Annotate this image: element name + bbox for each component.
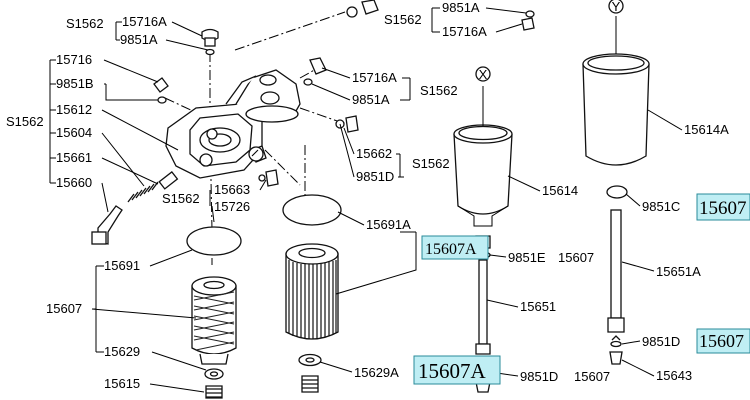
label-s1562-a: S1562 [66, 16, 104, 31]
label-15607-f: 15607 [574, 369, 610, 384]
label-s1562-d: S1562 [412, 156, 450, 171]
label-9851d-c: 9851D [642, 334, 680, 349]
highlight-15607a-middle-text: 15607A [425, 241, 477, 258]
label-9851b: 9851B [56, 76, 94, 91]
label-15607-e: 15607 [558, 250, 594, 265]
label-15661: 15661 [56, 150, 92, 165]
marker-y-circle [608, 0, 624, 14]
bowl-15614a: Y [582, 0, 650, 166]
part-labels: S1562 15716A 9851A S1562 9851A 15716A S1… [6, 0, 729, 391]
label-15607-left: 15607 [46, 301, 82, 316]
label-s1562-b: S1562 [384, 12, 422, 27]
label-15612: 15612 [56, 102, 92, 117]
marker-x: X [479, 67, 488, 82]
marker-y: Y [612, 0, 621, 14]
label-9851c: 9851C [642, 199, 680, 214]
marker-x-circle [475, 66, 491, 82]
label-15691a: 15691A [366, 217, 411, 232]
label-9851d-b: 9851D [520, 369, 558, 384]
leader-lines [49, 7, 683, 393]
fitting-15716a-right-top [346, 0, 379, 18]
label-15691: 15691 [104, 258, 140, 273]
label-s1562-e: S1562 [162, 191, 200, 206]
highlight-15607a-middle[interactable]: 15607A [421, 235, 489, 260]
label-15643: 15643 [656, 368, 692, 383]
label-15660: 15660 [56, 175, 92, 190]
fitting-15716a-mid [303, 57, 327, 86]
label-s1562-c: S1562 [420, 83, 458, 98]
label-15629: 15629 [104, 344, 140, 359]
label-15716a-b: 15716A [442, 24, 487, 39]
fitting-15663 [258, 169, 279, 187]
label-15726: 15726 [214, 199, 250, 214]
label-9851a-b: 9851A [442, 0, 480, 15]
oring-15691 [186, 226, 242, 256]
fitting-15716a-far-right [521, 10, 535, 31]
label-s1562-main: S1562 [6, 114, 44, 129]
label-15716a-a: 15716A [122, 14, 167, 29]
label-9851d-a: 9851D [356, 169, 394, 184]
highlight-15607-right-bottom[interactable]: 15607 [696, 328, 750, 354]
bowl-15614: X [453, 66, 513, 227]
label-15604: 15604 [56, 125, 92, 140]
label-15615: 15615 [104, 376, 140, 391]
filter-element-15607a-middle [285, 243, 339, 393]
fitting-15662 [335, 115, 359, 133]
pipe-15660 [91, 205, 123, 245]
oring-15691a [282, 194, 342, 226]
label-15629a: 15629A [354, 365, 399, 380]
label-15716: 15716 [56, 52, 92, 67]
label-9851a-c: 9851A [352, 92, 390, 107]
label-15614: 15614 [542, 183, 578, 198]
bolt-15651a [607, 209, 625, 365]
label-15614a: 15614A [684, 122, 729, 137]
filter-head-assembly [165, 69, 301, 179]
highlight-15607-right-top[interactable]: 15607 [696, 193, 750, 221]
label-9851a-a: 9851A [120, 32, 158, 47]
highlight-15607a-bottom-text: 15607A [418, 359, 487, 383]
highlight-15607a-bottom[interactable]: 15607A [413, 355, 501, 385]
highlight-15607-right-top-text: 15607 [699, 198, 747, 219]
label-15651: 15651 [520, 299, 556, 314]
spring-15661 [127, 171, 179, 203]
filter-element-15607-left [191, 276, 237, 399]
fitting-15716a-top [201, 28, 219, 56]
highlight-15607-right-bottom-text: 15607 [699, 331, 744, 351]
label-15662: 15662 [356, 146, 392, 161]
label-15716a-c: 15716A [352, 70, 397, 85]
label-15663: 15663 [214, 182, 250, 197]
washer-9851c [606, 185, 628, 199]
label-9851e: 9851E [508, 250, 546, 265]
label-15651a: 15651A [656, 264, 701, 279]
